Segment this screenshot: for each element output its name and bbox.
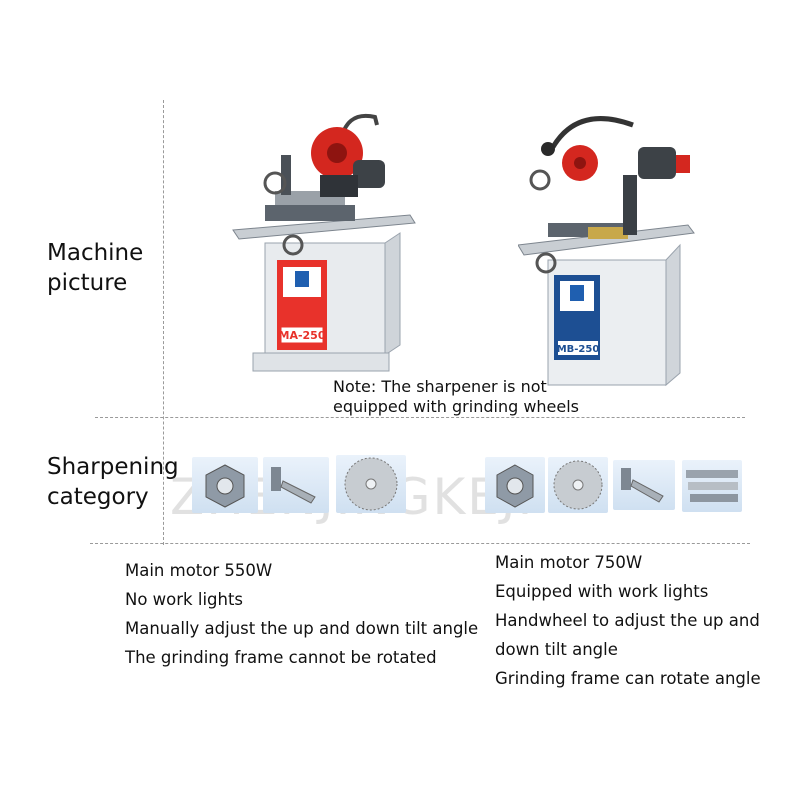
spec-line: Manually adjust the up and down tilt ang… <box>125 619 479 638</box>
specs-mb-250: Main motor 750W Equipped with work light… <box>495 548 761 693</box>
spec-line: No work lights <box>125 590 244 609</box>
row-divider-top <box>95 417 745 418</box>
note-text: Note: The sharpener is not equipped with… <box>333 377 579 417</box>
router-bit-icon-right <box>613 460 675 510</box>
row-label-sharpening-text: Sharpening category <box>47 454 179 510</box>
note-text-content: Note: The sharpener is not equipped with… <box>333 377 580 416</box>
cutter-head-icon-right <box>485 457 545 513</box>
machine-mb-250-model: MB-250 <box>557 344 600 355</box>
specs-ma-250: Main motor 550W No work lights Manually … <box>125 556 478 672</box>
planer-knife-icon <box>682 460 742 512</box>
saw-blade-icon-right <box>548 457 608 513</box>
spec-line: The grinding frame cannot be rotated <box>125 648 437 667</box>
spec-line: Equipped with work lights <box>495 582 709 601</box>
saw-blade-icon <box>336 455 406 513</box>
spec-line: Handwheel to adjust the up and <box>495 611 760 630</box>
spec-line: Main motor 550W <box>125 561 273 580</box>
vertical-divider <box>163 100 164 545</box>
router-bit-icon <box>263 457 329 513</box>
row-label-machine: Machine picture <box>47 238 143 298</box>
machine-ma-250-model: MA-250 <box>279 329 326 342</box>
spec-line: down tilt angle <box>495 640 618 659</box>
spec-line: Main motor 750W <box>495 553 643 572</box>
row-divider-bottom <box>90 543 750 544</box>
row-label-sharpening: Sharpening category <box>47 452 179 512</box>
row-label-machine-text: Machine picture <box>47 240 144 296</box>
cutter-head-icon <box>192 457 258 513</box>
machine-mb-250-image: MB-250 <box>518 116 695 387</box>
spec-line: Grinding frame can rotate angle <box>495 669 761 688</box>
machine-ma-250-image: MA-250 <box>232 113 416 372</box>
